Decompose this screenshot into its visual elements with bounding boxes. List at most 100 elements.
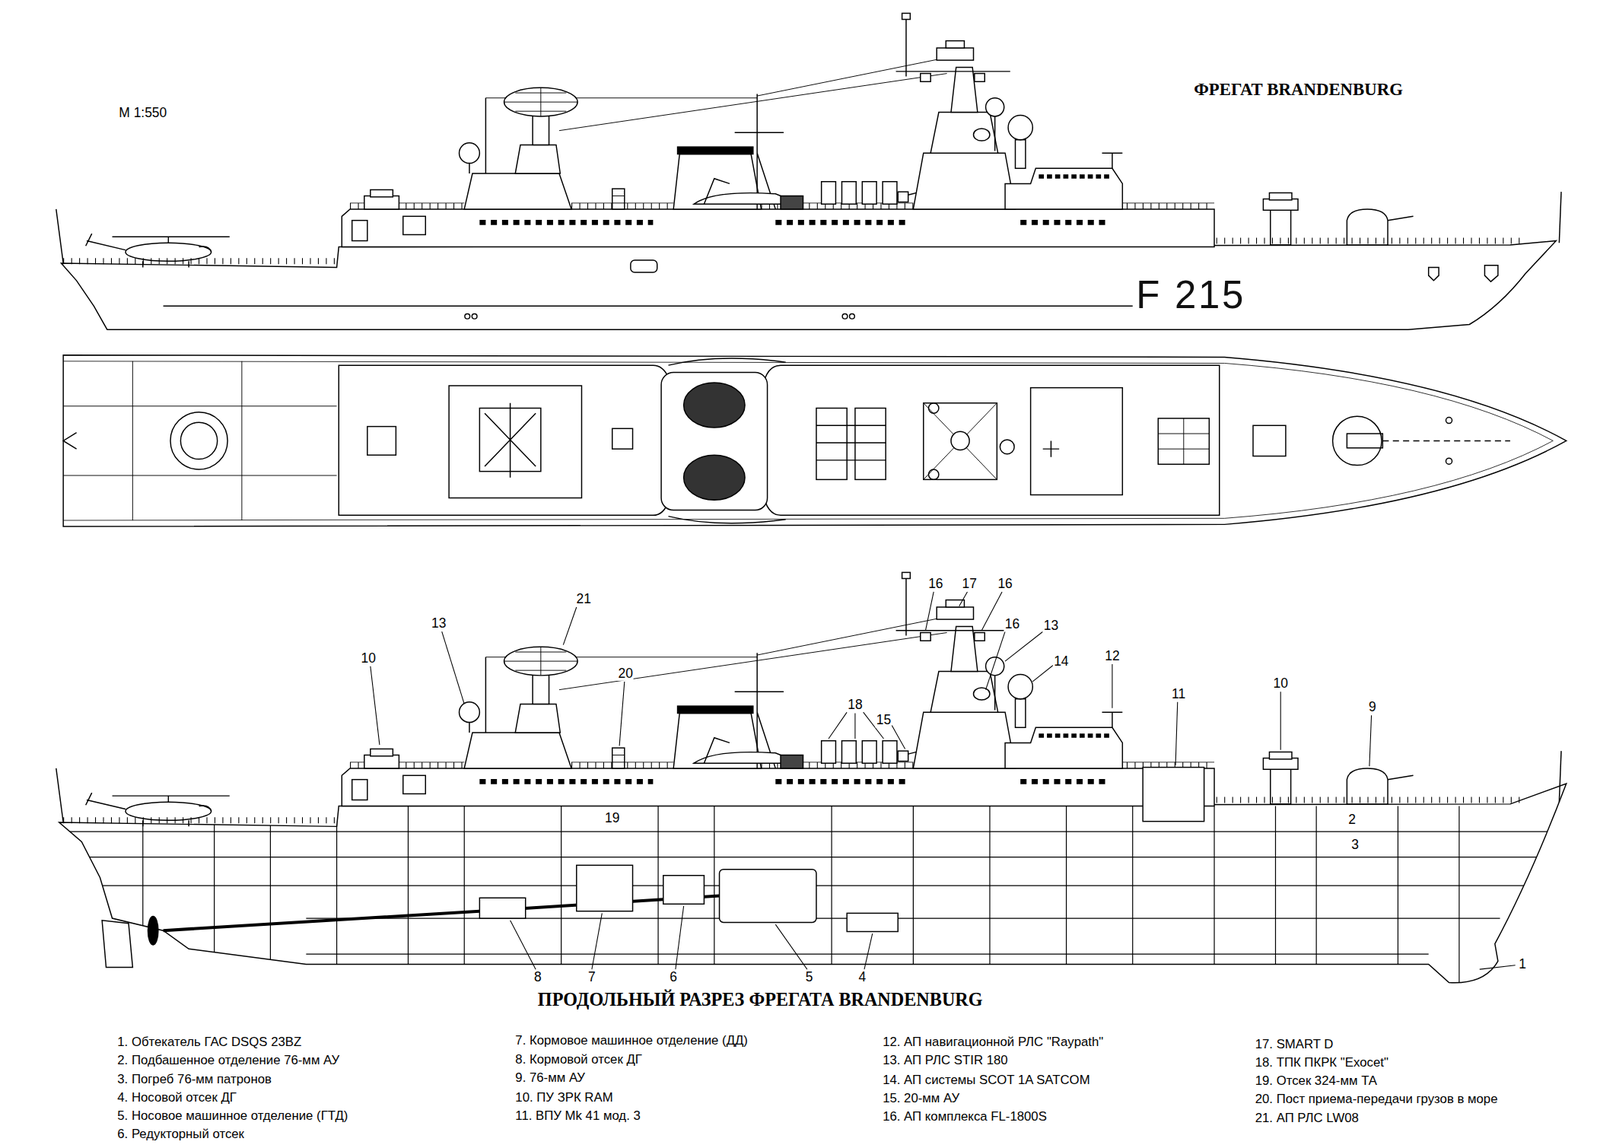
leader-line <box>775 924 808 970</box>
key-item: 21. АП РЛС LW08 <box>1255 1111 1359 1126</box>
superstructure <box>56 12 1562 268</box>
key-item: 16. АП комплекса FL-1800S <box>882 1110 1047 1125</box>
callout-number: 12 <box>1103 648 1121 663</box>
funnel <box>661 372 767 511</box>
key-item: 5. Носовое машинное отделение (ГТД) <box>117 1109 348 1123</box>
leader-line <box>1111 664 1113 709</box>
gun-mount <box>928 403 939 414</box>
porthole <box>849 313 856 319</box>
callout-number: 5 <box>804 970 814 985</box>
hatch <box>612 428 634 449</box>
leader-line <box>442 631 465 704</box>
hull-opening <box>630 260 658 273</box>
leader-line <box>510 920 537 970</box>
callout-number: 6 <box>668 970 678 985</box>
key-item: 10. ПУ ЗРК RAM <box>515 1091 613 1105</box>
key-item: 14. АП системы SCOT 1A SATCOM <box>882 1073 1090 1088</box>
callout-number: 7 <box>587 970 597 985</box>
landing-circle <box>170 412 228 470</box>
callout-number: 11 <box>1170 687 1187 701</box>
compartment-grid <box>41 831 1593 955</box>
flight-deck-marking <box>63 361 337 521</box>
generator <box>846 912 898 932</box>
leader-line <box>619 681 625 746</box>
fore-tower <box>923 403 998 481</box>
bridge-roof <box>1030 388 1123 496</box>
gas-turbine <box>719 869 817 923</box>
boot-line <box>163 305 1133 307</box>
callout-number: 3 <box>1350 837 1360 852</box>
hull-outline <box>60 241 1556 331</box>
generator <box>479 897 525 919</box>
mast <box>951 431 970 450</box>
leader-line <box>959 591 968 607</box>
callout-number: 15 <box>874 713 892 728</box>
callout-number: 16 <box>1003 617 1021 632</box>
porthole <box>842 313 848 319</box>
leader-line <box>1479 965 1516 970</box>
gun-turret <box>1346 433 1383 449</box>
leader-line <box>1175 702 1178 766</box>
callout-number: 10 <box>1272 676 1289 691</box>
key-item: 13. АП РЛС STIR 180 <box>882 1054 1009 1069</box>
hull-outline <box>59 783 1567 983</box>
leader-line <box>370 591 1516 970</box>
crest <box>1428 267 1439 280</box>
callout-number: 16 <box>996 576 1014 591</box>
deck-outline <box>63 355 1567 527</box>
funnel-uptake <box>683 454 745 500</box>
key-item: 12. АП навигационной РЛС "Raypath" <box>882 1036 1104 1050</box>
leader-line <box>1032 664 1053 681</box>
leader-line <box>591 912 602 970</box>
key-item: 3. Погреб 76-мм патронов <box>117 1072 272 1087</box>
bollard <box>1445 417 1452 424</box>
key-item: 7. Кормовое машинное отделение (ДД) <box>515 1033 748 1048</box>
section-caption: ПРОДОЛЬНЫЙ РАЗРЕЗ ФРЕГАТА BRANDENBURG <box>537 990 983 1010</box>
compartment-grid <box>41 806 1593 990</box>
key-item: 11. ВПУ Mk 41 мод. 3 <box>515 1109 640 1123</box>
gearbox <box>663 875 705 905</box>
key-item: 20. Пост приема-передачи грузов в море <box>1255 1093 1499 1107</box>
callout-number: 4 <box>857 970 867 985</box>
key-item: 17. SMART D <box>1255 1038 1334 1053</box>
crest <box>1484 265 1498 282</box>
porthole <box>464 313 471 319</box>
gun-mount <box>928 469 939 480</box>
key-item: 18. ТПК ПКРК "Exocet" <box>1255 1056 1389 1071</box>
stern-mark <box>63 432 77 449</box>
leader-line <box>864 933 873 970</box>
callout-number: 13 <box>430 616 448 630</box>
leader-line <box>1005 631 1044 662</box>
missile-canister <box>855 407 886 480</box>
section-view <box>41 572 1593 990</box>
key-item: 4. Носовой отсек ДГ <box>117 1091 237 1105</box>
ram-launcher <box>1253 425 1286 456</box>
missile-canister <box>816 407 847 480</box>
landing-circle <box>180 422 217 459</box>
leader-line <box>925 591 934 631</box>
radar-dish <box>484 403 536 478</box>
plan-view <box>63 355 1567 527</box>
scale-note: М 1:550 <box>118 106 167 121</box>
bridge-mark <box>1043 440 1060 457</box>
callout-number: 14 <box>1052 654 1070 668</box>
leader-line <box>986 631 1006 690</box>
superstructure <box>56 572 1562 827</box>
satcom-dome <box>999 439 1015 455</box>
callout-number: 19 <box>604 811 621 825</box>
callout-number: 21 <box>575 591 592 606</box>
callout-number: 8 <box>533 970 543 985</box>
key-item: 8. Кормовой отсек ДГ <box>515 1052 643 1067</box>
porthole <box>471 313 478 319</box>
callout-number: 10 <box>359 651 377 665</box>
key-item: 15. 20-мм АУ <box>882 1092 960 1107</box>
diesel-engine <box>576 865 634 911</box>
key-item: 2. Подбашенное отделение 76-мм АУ <box>117 1054 340 1069</box>
callout-number: 2 <box>1347 812 1357 827</box>
hangar-roof <box>448 385 582 499</box>
superstructure-outline <box>338 365 1219 516</box>
propeller <box>147 916 158 945</box>
